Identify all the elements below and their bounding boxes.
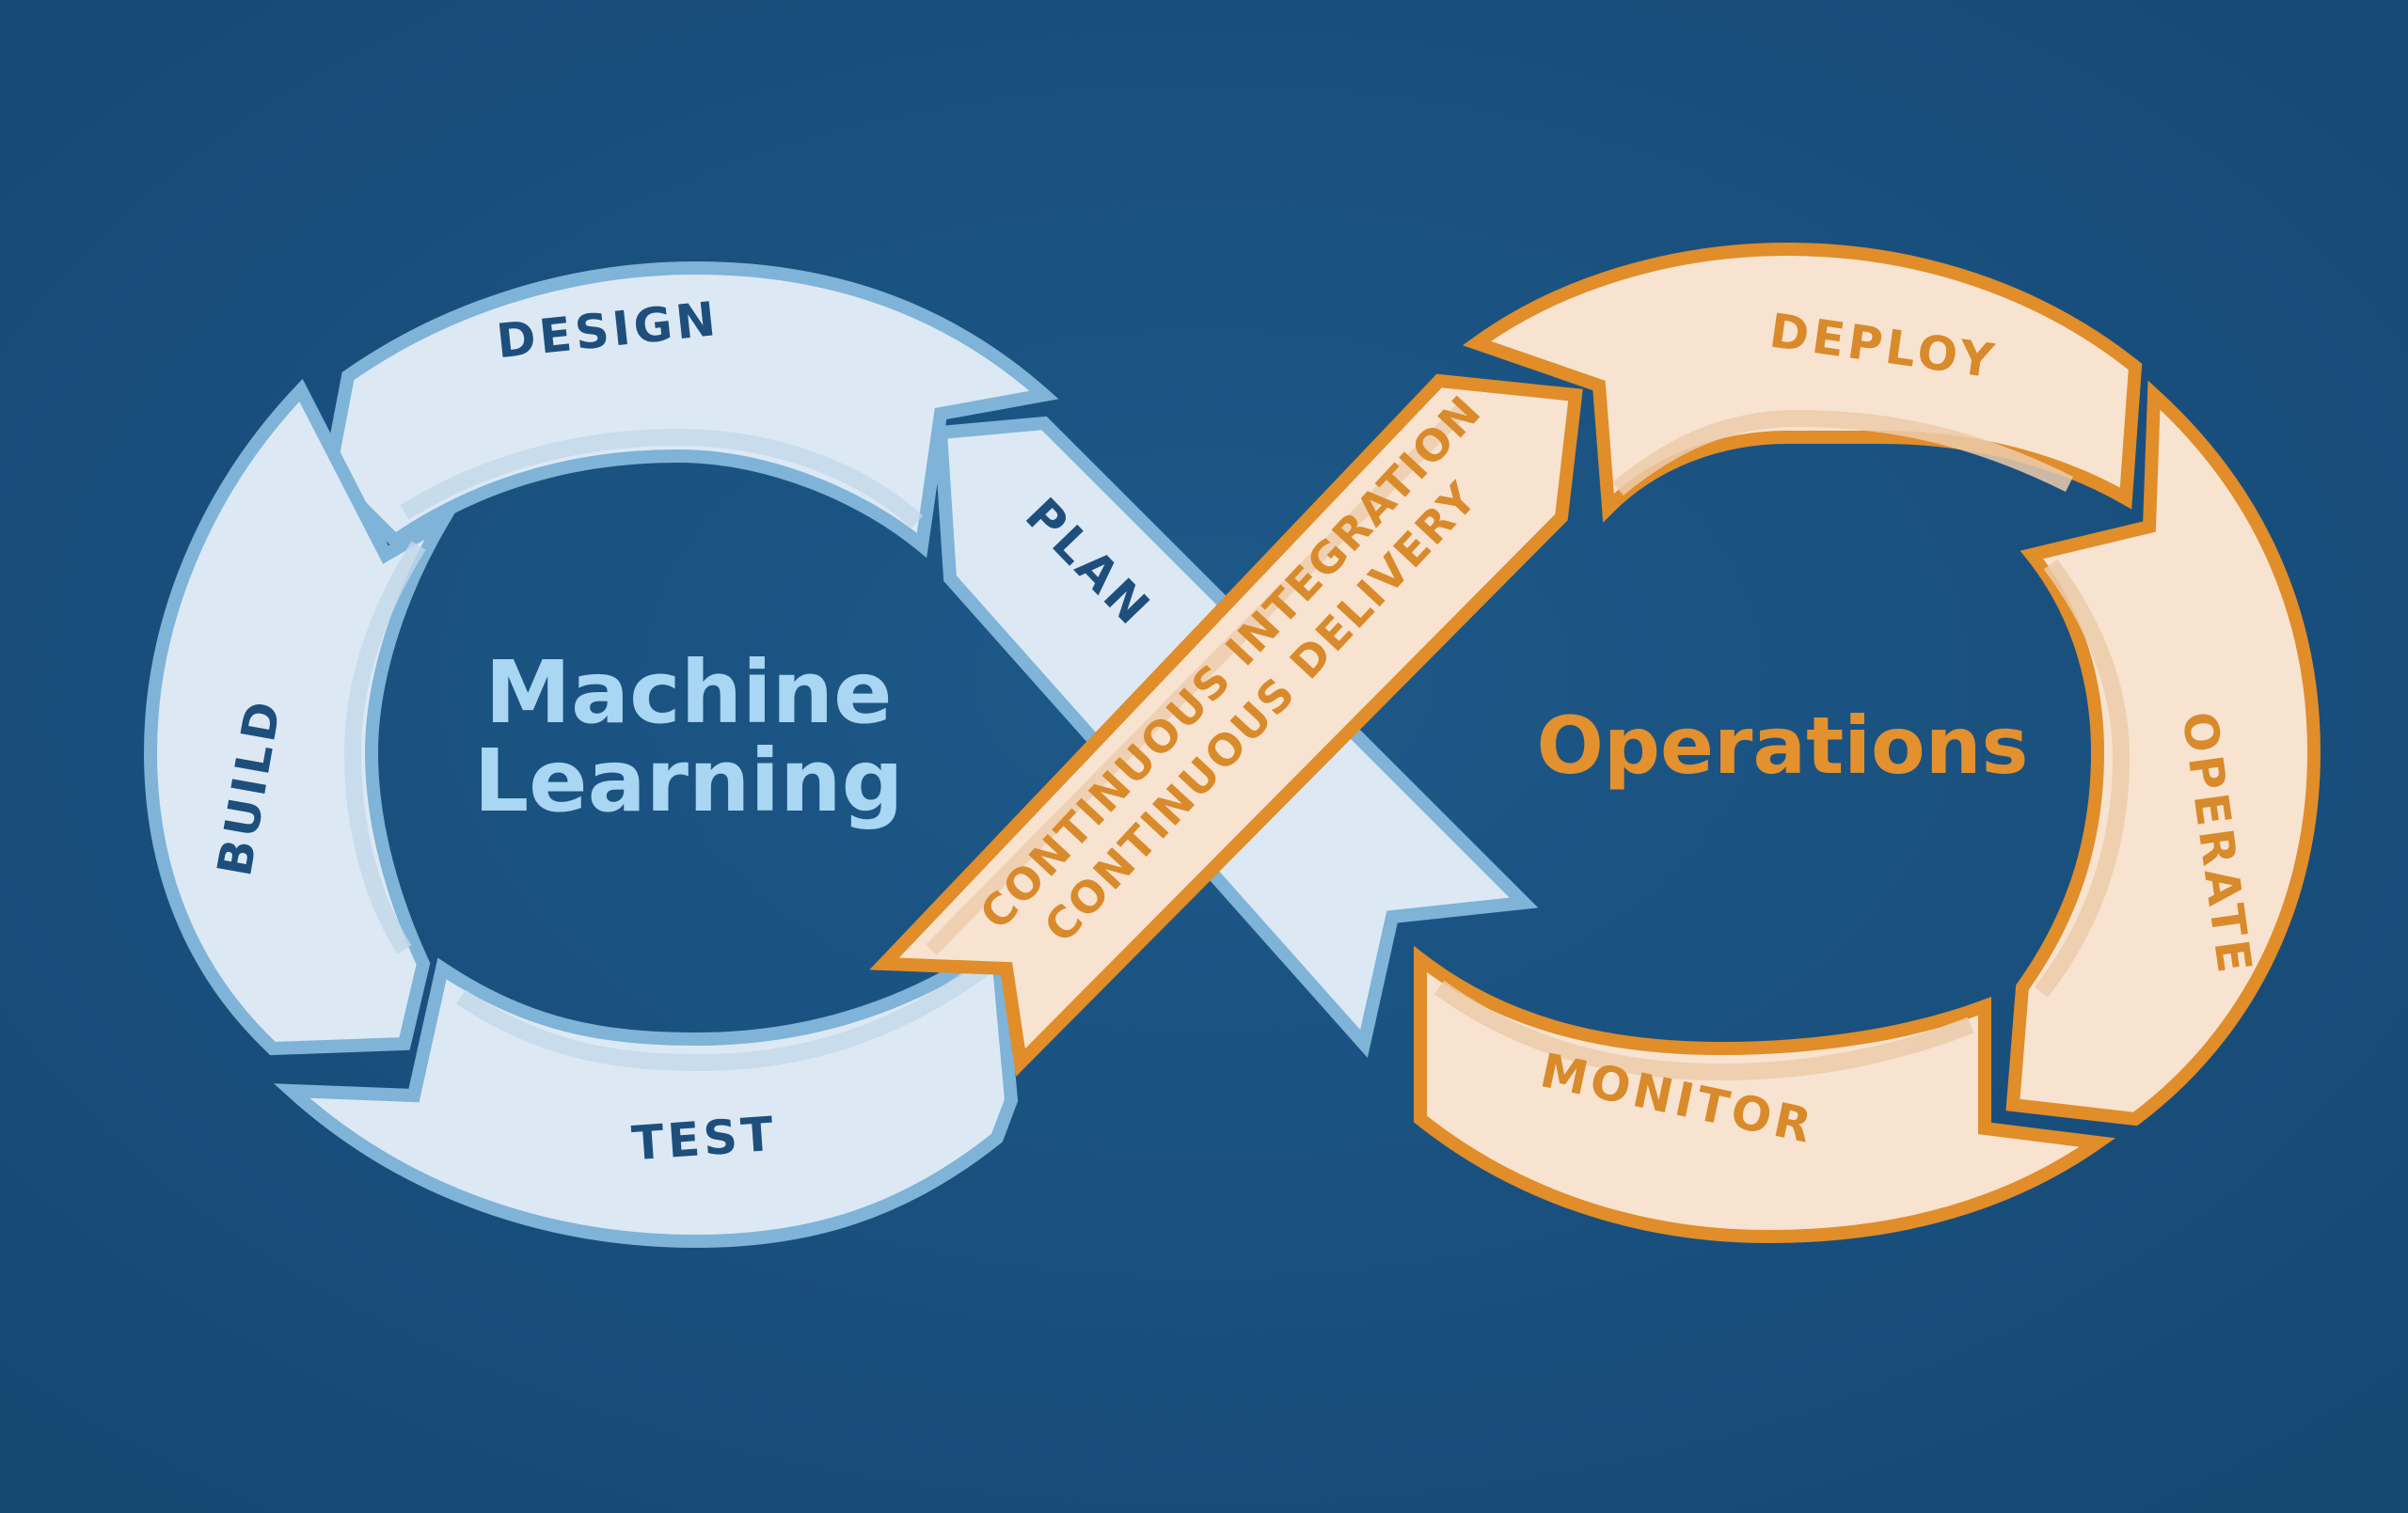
test-label: TEST (630, 1107, 779, 1172)
ml-title-line2: Learning (474, 731, 904, 831)
ops-loop-shading (1434, 409, 2131, 1081)
ops-loop (1414, 242, 2321, 1244)
cicd-arrow (869, 373, 1583, 1077)
ml-loop-shading (343, 428, 989, 1072)
cicd-band (869, 373, 1583, 1077)
monitor-arrow (1414, 945, 2115, 1244)
operate-arrow (2005, 380, 2321, 1127)
test-arrow (274, 933, 1019, 1249)
ops-title: Operations (1536, 700, 2028, 792)
ml-title-line1: Machine (484, 642, 892, 743)
